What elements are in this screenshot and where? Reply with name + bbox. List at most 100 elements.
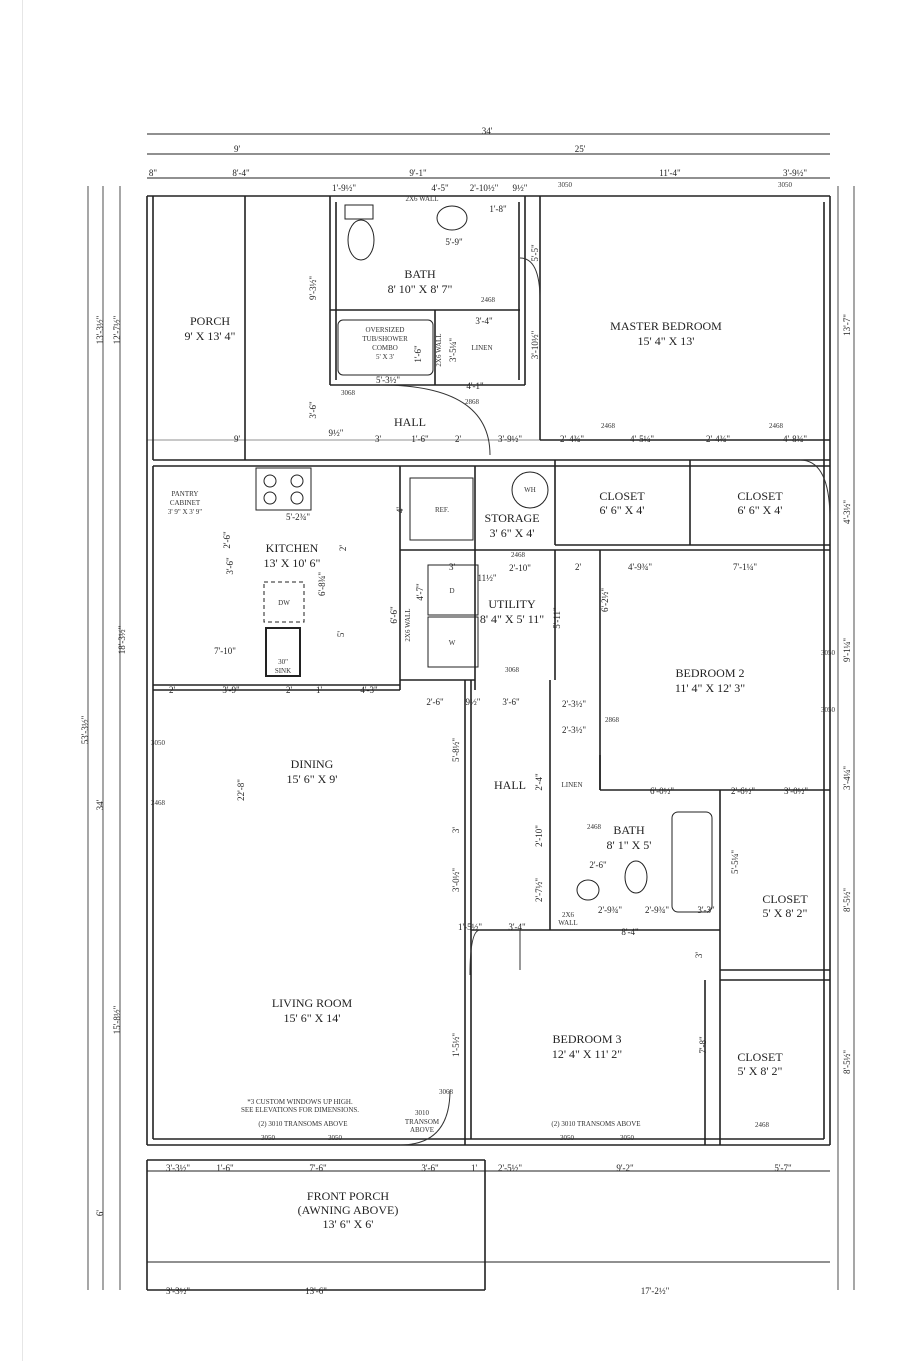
dimension-label: 6'-2½"	[600, 588, 610, 612]
toilet-icon	[347, 219, 375, 261]
burner-icon	[290, 474, 304, 488]
room-label: UTILITY	[488, 597, 536, 611]
dimension-label: 2'-9¾"	[598, 905, 622, 915]
dimension-label: 11½"	[477, 573, 496, 583]
dimension-label: 2'	[338, 545, 348, 552]
door-swing	[469, 929, 481, 976]
room-label: 5' X 8' 2"	[738, 1064, 783, 1078]
tub-icon	[337, 319, 434, 376]
dishwasher-icon	[263, 581, 305, 623]
opening-code: 3050	[821, 649, 836, 657]
dimension-label: 3'-4"	[508, 922, 526, 932]
room-label: 3' 9" X 3' 9"	[168, 508, 202, 516]
room-label: SINK	[275, 667, 291, 675]
cooktop-icon	[255, 467, 312, 511]
opening-code: 3050	[261, 1134, 276, 1142]
page-edge	[22, 0, 23, 1361]
dimension-label: 2'-7½"	[534, 878, 544, 902]
room-label: HALL	[394, 415, 426, 429]
dimension-label: 3'-9½"	[783, 168, 807, 178]
dimension-label: 2'-6½"	[731, 786, 755, 796]
dimension-label: 2'-10½"	[470, 183, 499, 193]
dimension-label: 7'-8"	[698, 1036, 708, 1054]
dimension-label: 2'	[286, 685, 293, 695]
dimension-label: 3'	[451, 827, 461, 834]
door-swing	[519, 257, 541, 301]
dimension-label: 4'-1"	[466, 381, 484, 391]
dimension-label: 8'-5½"	[842, 888, 852, 912]
dimensions: 34'9'25'8"8'-4"9'-1"11'-4"3'-9½"1'-9½"4'…	[80, 126, 855, 1296]
dimension-label: 6'-0½"	[650, 786, 674, 796]
room-label: D	[449, 587, 454, 595]
dimension-label: 1'-9½"	[332, 183, 356, 193]
room-label: CABINET	[170, 499, 201, 507]
dimension-label: 9½"	[513, 183, 528, 193]
room-label: (2) 3010 TRANSOMS ABOVE	[551, 1120, 640, 1128]
wall-label: 2X6 WALL	[435, 333, 443, 366]
opening-code: 2468	[587, 823, 602, 831]
dimension-label: 1'	[316, 685, 323, 695]
dimension-label: 7'-1¼"	[733, 562, 757, 572]
room-label: CLOSET	[737, 489, 783, 503]
room-label: 2X6 WALL	[405, 195, 438, 203]
dimension-label: 1'	[471, 1163, 478, 1173]
room-label: STORAGE	[484, 511, 539, 525]
room-label: LIVING ROOM	[272, 996, 353, 1010]
room-label: 8' 1" X 5'	[607, 838, 652, 852]
room-label: 9' X 13' 4"	[185, 329, 236, 343]
dimension-label: 3'-3½"	[166, 1286, 190, 1296]
dimension-label: 8'-4"	[232, 168, 250, 178]
dimension-label: 5'-5¼"	[730, 850, 740, 874]
room-label: COMBO	[372, 344, 398, 352]
dimension-label: 3'-6"	[308, 401, 318, 419]
dimension-label: 34'	[95, 799, 105, 810]
wall-label: 2X6 WALL	[404, 608, 412, 641]
toilet-tank-icon	[344, 204, 374, 220]
dimension-label: 3'-4"	[475, 316, 493, 326]
room-label: TUB/SHOWER	[362, 335, 408, 343]
washer-icon	[427, 616, 479, 668]
dimension-label: 11'-4"	[659, 168, 681, 178]
dimension-label: 5'	[336, 631, 346, 638]
dimension-label: 5'-9"	[445, 237, 463, 247]
dimension-label: 3'-6"	[421, 1163, 439, 1173]
dimension-label: 7'-6"	[309, 1163, 327, 1173]
opening-code: 3050	[778, 181, 793, 189]
dimension-label: 25'	[575, 144, 586, 154]
room-label: WALL	[558, 919, 577, 927]
room-label: HALL	[494, 778, 526, 792]
dimension-label: 1'-6"	[413, 345, 423, 363]
dimension-label: 3'-9"	[222, 685, 240, 695]
dimension-label: 9'-3½"	[308, 276, 318, 300]
fixtures	[255, 204, 713, 913]
room-label: BATH	[404, 267, 436, 281]
dimension-label: 4'-8¾"	[783, 434, 807, 444]
opening-code: 3068	[439, 1088, 454, 1096]
room-label: 15' 4" X 13'	[638, 334, 695, 348]
room-label: OVERSIZED	[366, 326, 405, 334]
dimension-label: 2'-6"	[426, 697, 444, 707]
dimension-label: 17'-2½"	[641, 1286, 670, 1296]
room-label: 6' 6" X 4'	[600, 503, 645, 517]
dimension-label: 3'-4¼"	[842, 766, 852, 790]
room-label: BATH	[613, 823, 645, 837]
dimension-label: 3'-10½"	[530, 330, 540, 359]
dimension-label: 3'-6"	[502, 697, 520, 707]
opening-code: 3050	[558, 181, 573, 189]
door-swing	[399, 1089, 451, 1146]
dimension-label: 4'	[395, 507, 405, 514]
dimension-label: 5'-2¾"	[286, 512, 310, 522]
dimension-label: 9'-1"	[409, 168, 427, 178]
dimension-label: 3'-0½"	[784, 786, 808, 796]
room-label: 15' 6" X 9'	[287, 772, 338, 786]
opening-code: 3068	[341, 389, 356, 397]
dimension-label: 3'-9½"	[498, 434, 522, 444]
opening-code: 2868	[605, 716, 620, 724]
dimension-label: 3'	[375, 434, 382, 444]
room-label: ABOVE	[410, 1126, 434, 1134]
dimension-label: 2'-4"	[534, 773, 544, 791]
opening-code: 2468	[601, 422, 616, 430]
refrigerator-icon	[409, 477, 474, 541]
room-label: BEDROOM 2	[675, 666, 744, 680]
room-label: 13' 6" X 6'	[323, 1217, 374, 1231]
